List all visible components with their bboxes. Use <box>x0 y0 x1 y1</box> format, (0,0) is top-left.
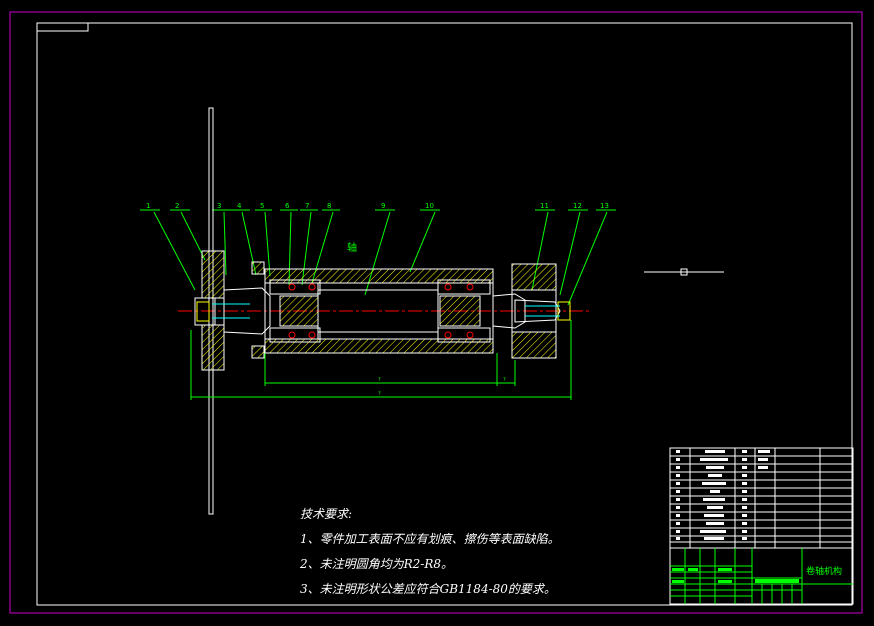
part-number-4: 4 <box>237 202 242 210</box>
parts-list-marks <box>676 450 770 540</box>
notes-heading: 技术要求: <box>300 507 353 521</box>
part-number-9: 9 <box>381 202 385 210</box>
outer-border <box>9 11 863 614</box>
title-block-marks <box>672 568 799 583</box>
part-number-12: 12 <box>573 202 582 210</box>
section-symbol <box>644 268 724 276</box>
part-number-13: 13 <box>600 202 609 210</box>
part-number-1: 1 <box>146 202 150 210</box>
title-block <box>669 547 854 605</box>
technical-notes: 技术要求: 1、零件加工表面不应有划痕、擦伤等表面缺陷。 2、未注明圆角均为R2… <box>300 502 560 602</box>
main-housing <box>264 268 494 354</box>
dim-right: ? <box>503 377 506 383</box>
part-labels: 1 2 3 4 5 6 7 8 9 10 11 12 13 <box>146 202 609 210</box>
bearing-left <box>269 279 321 343</box>
right-end <box>492 263 571 359</box>
parts-list-table <box>669 447 854 549</box>
corner-tag-box <box>36 22 89 32</box>
note-item-1: 1、零件加工表面不应有划痕、擦伤等表面缺陷。 <box>300 532 560 546</box>
bearing-right <box>437 279 491 343</box>
center-label: 轴 <box>347 241 357 254</box>
part-number-3: 3 <box>217 202 221 210</box>
part-number-11: 11 <box>540 202 549 210</box>
part-number-10: 10 <box>425 202 434 210</box>
inner-border <box>36 22 853 606</box>
left-hub <box>194 250 271 371</box>
dimension-lines <box>190 320 572 400</box>
part-number-2: 2 <box>175 202 179 210</box>
part-number-6: 6 <box>285 202 290 210</box>
part-number-5: 5 <box>260 202 264 210</box>
part-number-7: 7 <box>305 202 309 210</box>
note-item-3: 3、未注明形状公差应符合GB1184-80的要求。 <box>300 582 556 596</box>
drawing-title: 卷轴机构 <box>806 565 842 577</box>
note-item-2: 2、未注明圆角均为R2-R8。 <box>300 557 454 571</box>
dim-inner: ? <box>378 377 381 383</box>
dim-outer: ? <box>378 391 381 397</box>
part-number-8: 8 <box>327 202 331 210</box>
